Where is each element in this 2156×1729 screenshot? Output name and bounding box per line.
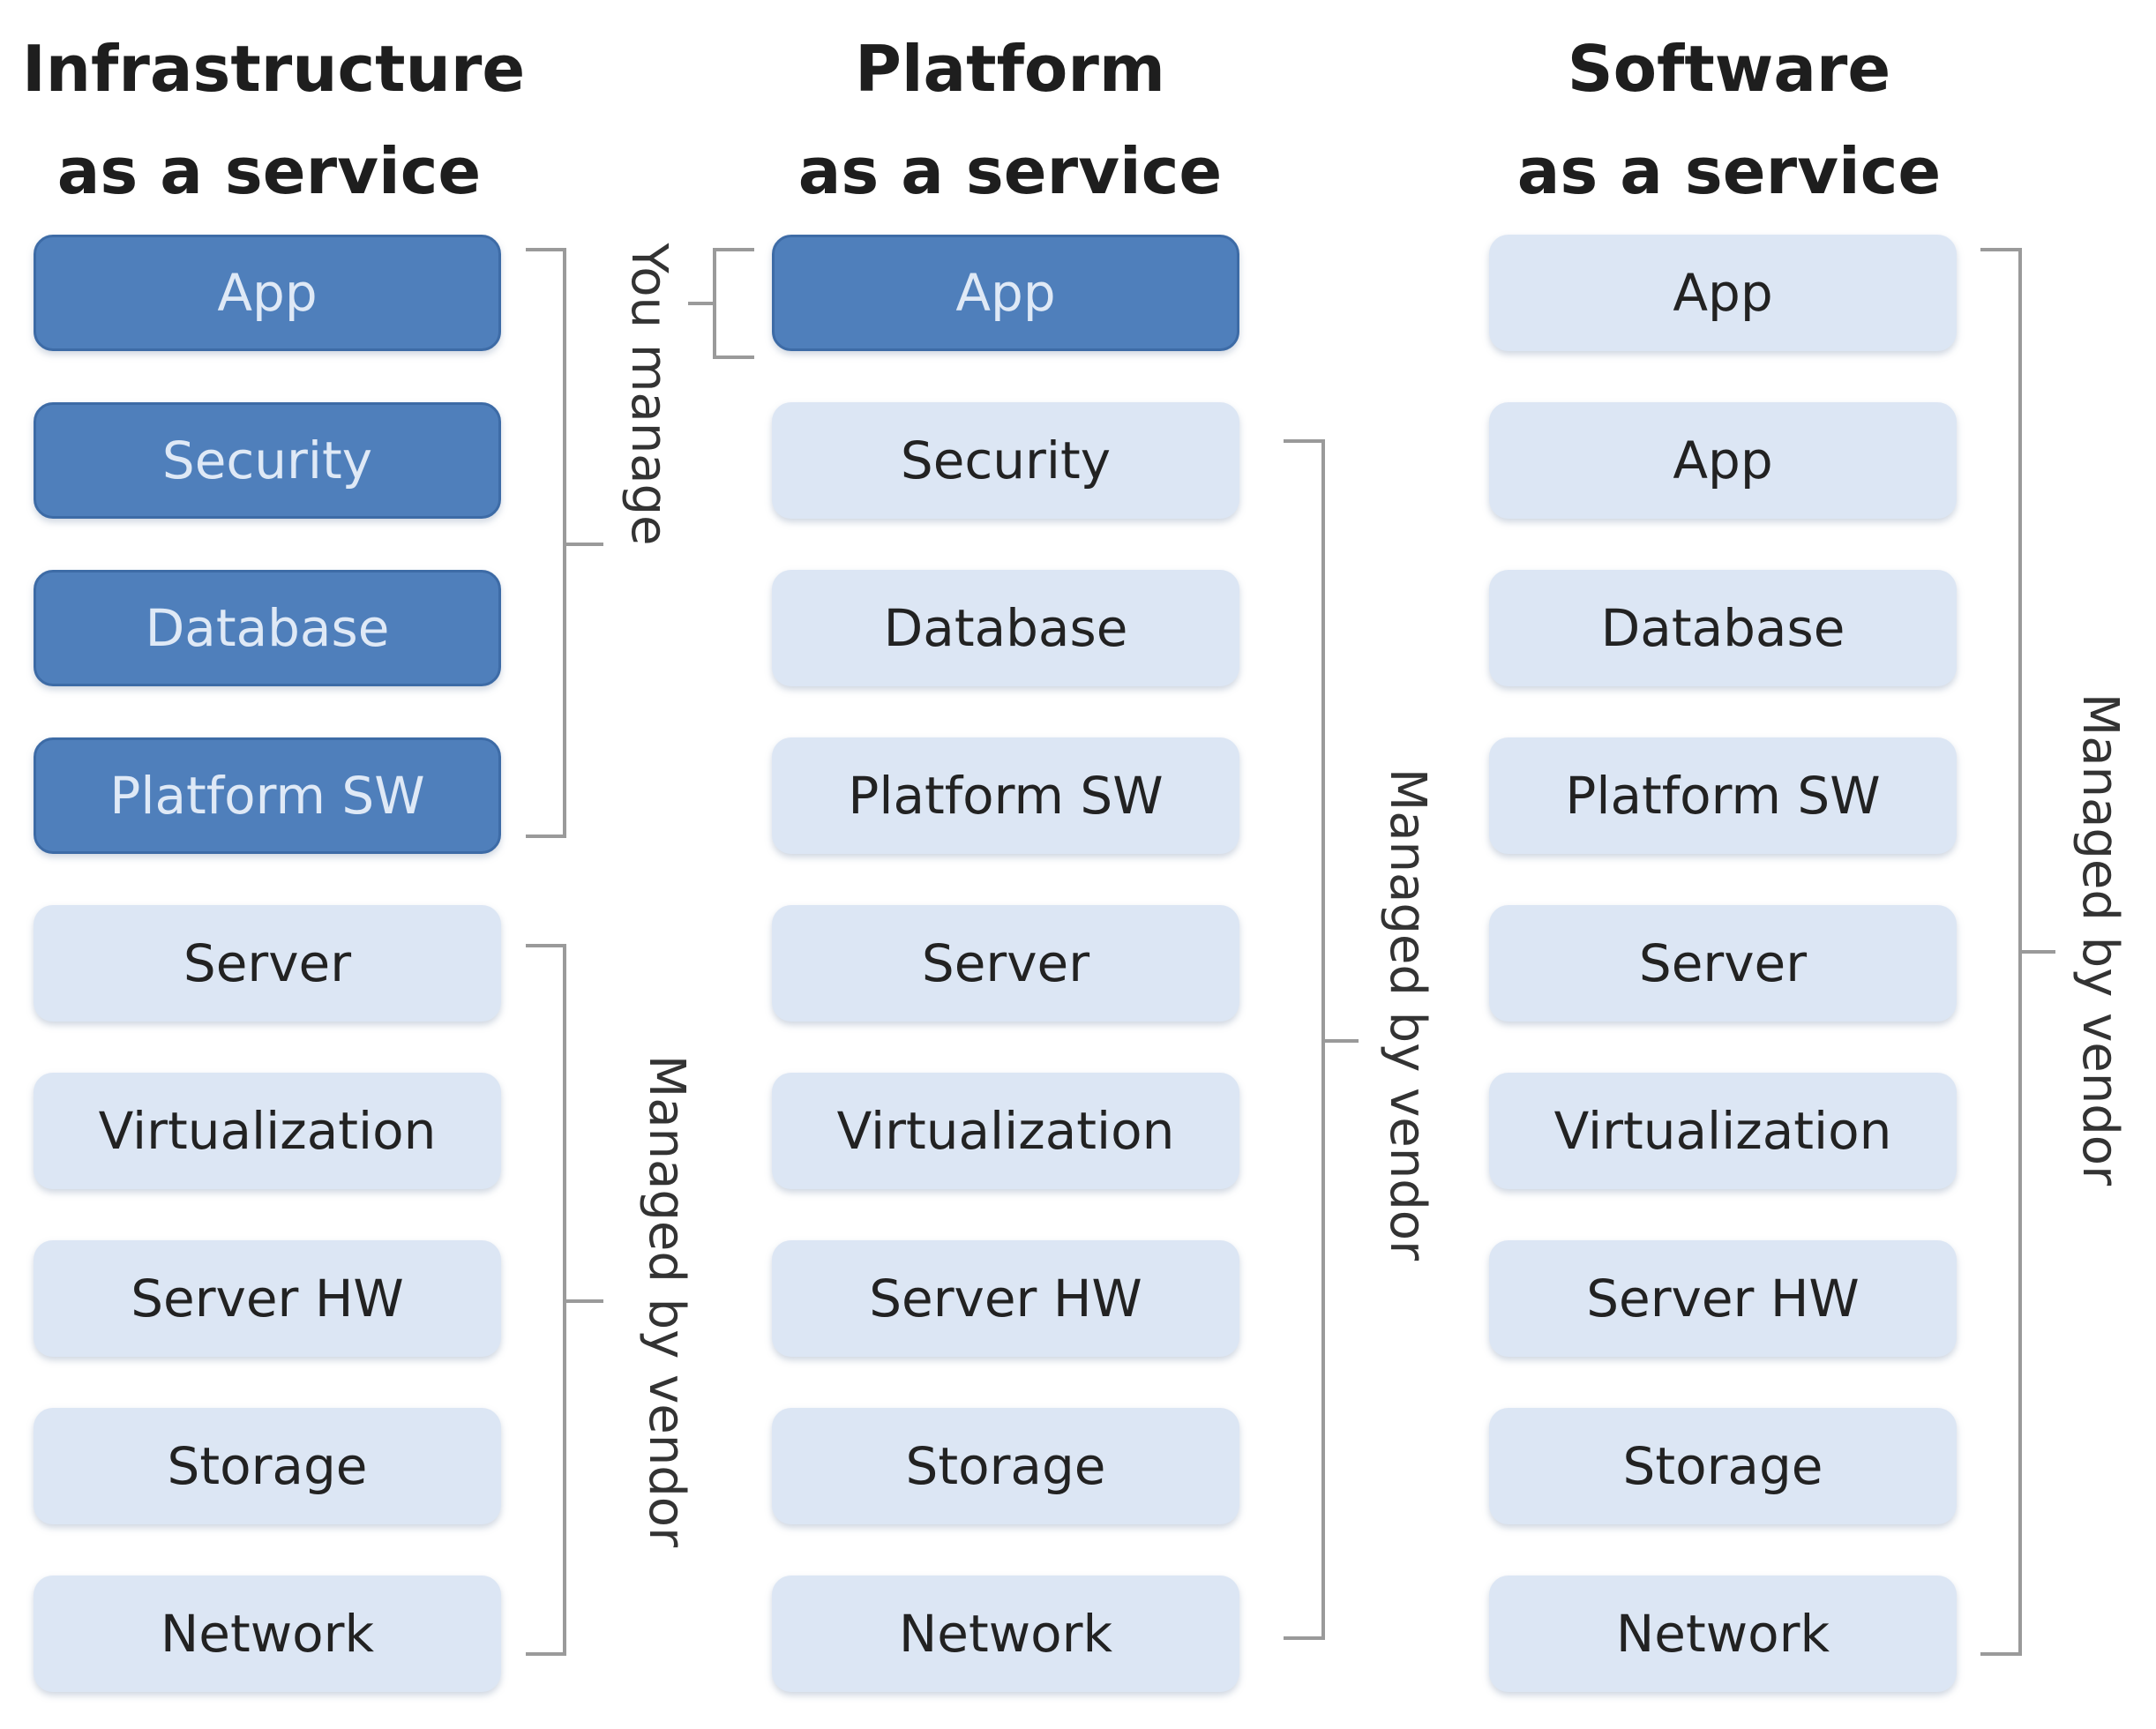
layer-label: Storage xyxy=(167,1436,368,1496)
saas-layer-database: Database xyxy=(1489,570,1957,686)
layer-label: Database xyxy=(145,598,390,658)
layer-label: Server HW xyxy=(1586,1269,1860,1329)
layer-label: App xyxy=(955,263,1056,323)
iaas-layer-storage: Storage xyxy=(34,1408,501,1524)
layer-label: Platform SW xyxy=(848,766,1164,826)
layer-label: Database xyxy=(883,598,1128,658)
layer-label: Storage xyxy=(905,1436,1106,1496)
layer-label: Platform SW xyxy=(1565,766,1881,826)
layer-label: Security xyxy=(161,430,373,490)
layer-label: Server HW xyxy=(869,1269,1142,1329)
paas-layer-database: Database xyxy=(772,570,1239,686)
label-paas-managed-by-vendor: Managed by vendor xyxy=(1379,767,1436,1261)
saas-layer-platform-sw: Platform SW xyxy=(1489,737,1957,854)
saas-layer-server-hw: Server HW xyxy=(1489,1240,1957,1357)
bracket-paas-vendor xyxy=(1284,439,1359,1640)
label-saas-managed-by-vendor: Managed by vendor xyxy=(2071,692,2129,1186)
saas-title: Software as a service xyxy=(1482,18,1976,222)
paas-layer-server-hw: Server HW xyxy=(772,1240,1239,1357)
bracket-paas-you-manage xyxy=(688,248,754,359)
layer-label: Security xyxy=(900,430,1112,490)
iaas-title: Infrastructure as a service xyxy=(22,18,526,222)
iaas-layer-server: Server xyxy=(34,905,501,1022)
saas-title-line2: as a service xyxy=(1516,134,1942,208)
paas-layer-network: Network xyxy=(772,1576,1239,1692)
paas-layer-platform-sw: Platform SW xyxy=(772,737,1239,854)
saas-layer-server: Server xyxy=(1489,905,1957,1022)
layer-label: Server xyxy=(1638,933,1808,993)
paas-layer-app: App xyxy=(772,235,1239,351)
layer-label: Server xyxy=(921,933,1090,993)
layer-label: Platform SW xyxy=(109,766,425,826)
saas-layer-app: App xyxy=(1489,235,1957,351)
layer-label: App xyxy=(1673,263,1773,323)
paas-layer-security: Security xyxy=(772,402,1239,519)
iaas-layer-network: Network xyxy=(34,1576,501,1692)
layer-label: Database xyxy=(1600,598,1845,658)
bracket-saas-vendor xyxy=(1980,248,2055,1656)
paas-layer-virtualization: Virtualization xyxy=(772,1073,1239,1189)
layer-label: App xyxy=(1673,430,1773,490)
layer-label: App xyxy=(217,263,318,323)
paas-title-line1: Platform xyxy=(855,32,1165,106)
bracket-iaas-you-manage xyxy=(526,248,603,838)
iaas-layer-app: App xyxy=(34,235,501,351)
layer-label: Network xyxy=(1615,1604,1830,1664)
saas-layer-network: Network xyxy=(1489,1576,1957,1692)
paas-layer-storage: Storage xyxy=(772,1408,1239,1524)
layer-label: Server HW xyxy=(131,1269,404,1329)
label-iaas-you-manage: You manage xyxy=(620,243,677,546)
iaas-layer-virtualization: Virtualization xyxy=(34,1073,501,1189)
saas-title-line1: Software xyxy=(1567,32,1891,106)
layer-label: Virtualization xyxy=(98,1101,437,1161)
paas-title: Platform as a service xyxy=(763,18,1257,222)
layer-label: Storage xyxy=(1622,1436,1823,1496)
iaas-title-line1: Infrastructure xyxy=(22,32,526,106)
saas-layer-storage: Storage xyxy=(1489,1408,1957,1524)
saas-layer-app-2: App xyxy=(1489,402,1957,519)
layer-label: Network xyxy=(898,1604,1113,1664)
iaas-title-line2: as a service xyxy=(56,134,482,208)
layer-label: Server xyxy=(183,933,352,993)
layer-label: Virtualization xyxy=(1553,1101,1892,1161)
paas-title-line2: as a service xyxy=(797,134,1223,208)
layer-label: Virtualization xyxy=(836,1101,1175,1161)
bracket-iaas-vendor xyxy=(526,944,603,1656)
iaas-layer-database: Database xyxy=(34,570,501,686)
layer-label: Network xyxy=(160,1604,375,1664)
iaas-layer-server-hw: Server HW xyxy=(34,1240,501,1357)
iaas-layer-platform-sw: Platform SW xyxy=(34,737,501,854)
label-iaas-managed-by-vendor: Managed by vendor xyxy=(638,1054,695,1548)
saas-layer-virtualization: Virtualization xyxy=(1489,1073,1957,1189)
paas-layer-server: Server xyxy=(772,905,1239,1022)
iaas-layer-security: Security xyxy=(34,402,501,519)
